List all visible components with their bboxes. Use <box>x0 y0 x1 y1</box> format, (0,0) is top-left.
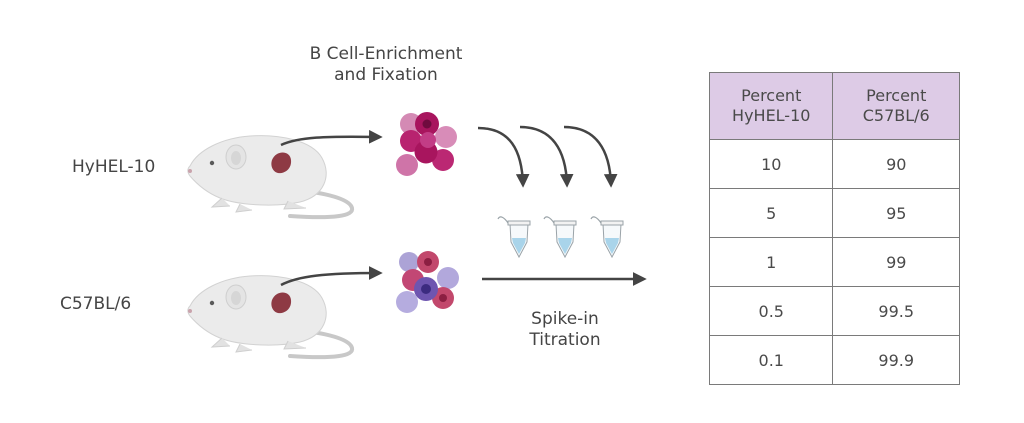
cell-c57bl6: 95 <box>832 188 960 238</box>
header-percent-hyhel10: Percent HyHEL-10 <box>708 72 834 140</box>
tube-icon-2 <box>543 216 577 258</box>
mouse-label-hyhel10: HyHEL-10 <box>72 157 156 177</box>
spleen-icon-bottom <box>271 292 292 314</box>
table-row: 1 99 <box>708 237 960 287</box>
cell-c57bl6: 99.9 <box>832 335 960 385</box>
cell-c57bl6: 99 <box>832 237 960 287</box>
mouse-icon-top <box>185 133 355 220</box>
cell-hyhel10: 10 <box>708 139 834 189</box>
table-header-row: Percent HyHEL-10 Percent C57BL/6 <box>708 72 960 140</box>
mouse-label-c57bl6: C57BL/6 <box>60 294 132 314</box>
table-row: 0.5 99.5 <box>708 286 960 336</box>
table-row: 10 90 <box>708 139 960 189</box>
table-row: 0.1 99.9 <box>708 335 960 385</box>
arrow-icon-top <box>280 129 383 147</box>
tube-icon-1 <box>497 216 531 258</box>
cell-hyhel10: 5 <box>708 188 834 238</box>
cell-c57bl6: 90 <box>832 139 960 189</box>
cell-c57bl6: 99.5 <box>832 286 960 336</box>
cell-hyhel10: 0.5 <box>708 286 834 336</box>
curved-arrow-icon-3 <box>563 125 618 188</box>
mouse-icon-bottom <box>185 273 355 360</box>
enrichment-label: B Cell-Enrichment and Fixation <box>309 44 463 85</box>
curved-arrow-icon-2 <box>519 125 574 188</box>
arrow-icon-bottom <box>280 266 383 287</box>
spleen-icon-top <box>271 152 292 174</box>
spike-in-label: Spike-in Titration <box>529 309 601 350</box>
curved-arrow-icon-1 <box>477 126 530 188</box>
header-percent-c57bl6: Percent C57BL/6 <box>832 72 960 140</box>
table-row: 5 95 <box>708 188 960 238</box>
titration-table: Percent HyHEL-10 Percent C57BL/6 10 90 5… <box>708 72 960 385</box>
tube-icon-3 <box>590 216 624 258</box>
cell-hyhel10: 1 <box>708 237 834 287</box>
cell-hyhel10: 0.1 <box>708 335 834 385</box>
cell-cluster-icon-bottom <box>396 251 459 313</box>
cell-cluster-icon-top <box>396 112 457 176</box>
